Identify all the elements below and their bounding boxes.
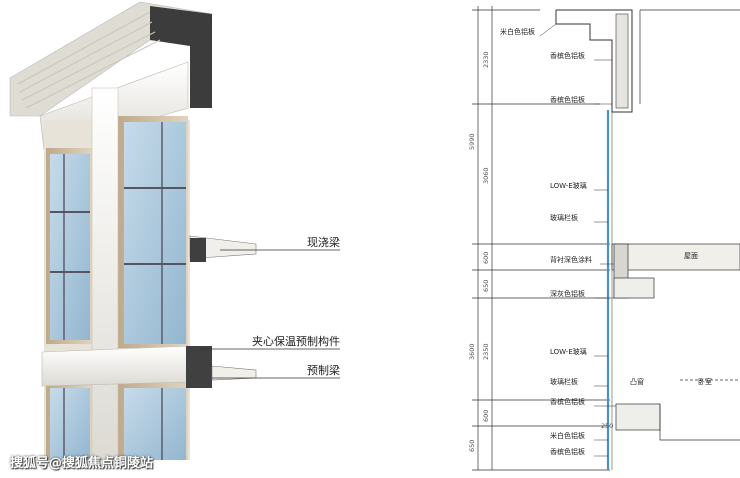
cornice-section: [555, 9, 633, 113]
callout-leaders: [200, 249, 340, 379]
label-bay-window: 凸窗: [630, 377, 644, 386]
label-off-white-al-2: 米白色铝板: [550, 431, 585, 440]
label-leaders: [539, 23, 616, 457]
cornice-dark-block: [150, 6, 212, 108]
callout-sandwich-component: 夹心保温预制构件: [252, 334, 340, 348]
cornice-ridges: [17, 11, 161, 109]
window-right-top: [118, 116, 188, 348]
facade-rendering: 现浇梁 夹心保温预制构件 预制梁: [9, 1, 340, 461]
bay-window-slab: [615, 403, 661, 431]
window-right-bottom: [118, 382, 188, 460]
dim-600-a: 600: [482, 252, 490, 264]
label-dark-gray-al: 深灰色铝板: [550, 289, 585, 298]
label-low-e-glass-1: LOW-E玻璃: [550, 181, 587, 190]
dimension-ticks: [472, 9, 610, 471]
dim-2330: 2330: [482, 51, 490, 68]
label-champagne-al-2: 香槟色铝板: [550, 95, 585, 104]
label-off-white-al-1: 米白色铝板: [500, 27, 535, 36]
precast-band: [41, 345, 191, 387]
precast-beam-section: [186, 346, 257, 388]
cast-beam-section: [189, 235, 257, 262]
cornice-hatch: [615, 13, 629, 109]
watermark: 搜狐号@搜狐焦点铜陵站: [10, 456, 154, 471]
window-left-top: [46, 148, 92, 344]
label-champagne-al-1: 香槟色铝板: [550, 51, 585, 60]
label-champagne-al-4: 香槟色铝板: [550, 447, 585, 456]
callout-cast-beam: 现浇梁: [307, 235, 340, 249]
dim-3600: 3600: [468, 343, 476, 360]
label-low-e-glass-2: LOW-E玻璃: [550, 347, 587, 356]
label-champagne-al-3: 香槟色铝板: [550, 397, 585, 406]
dim-5990: 5990: [468, 133, 476, 150]
roof-slab: [611, 243, 740, 271]
dim-3060: 3060: [482, 167, 490, 184]
label-small-dim: 250: [601, 422, 613, 430]
callout-precast-beam: 预制梁: [307, 363, 340, 377]
dimension-labels: 2330 5990 3060 600 650 3600 2350 600 650: [468, 51, 490, 452]
window-left-bottom: [46, 382, 92, 460]
label-bedroom: 卧室: [698, 377, 712, 386]
dim-600-b: 600: [482, 410, 490, 422]
dim-650-b: 650: [468, 440, 476, 452]
label-glass-railing-1: 玻璃栏板: [550, 213, 578, 222]
section-labels: 米白色铝板 香槟色铝板 香槟色铝板 LOW-E玻璃 玻璃栏板 背衬深色涂料 深灰…: [500, 23, 712, 457]
lower-beam: [613, 277, 655, 299]
section-drawing: [472, 6, 740, 471]
dim-2350: 2350: [482, 343, 490, 360]
dim-650-a: 650: [482, 280, 490, 292]
label-dark-coating: 背衬深色涂料: [550, 255, 592, 264]
central-pilaster: [91, 87, 119, 461]
label-glass-railing-2: 玻璃栏板: [550, 377, 578, 386]
label-roof: 屋面: [684, 252, 698, 260]
